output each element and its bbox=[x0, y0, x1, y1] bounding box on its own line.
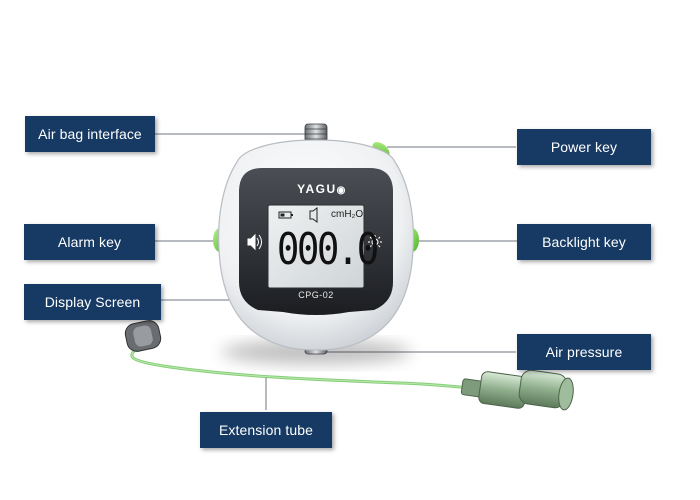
label-display-screen: Display Screen bbox=[24, 284, 161, 320]
brand-logo: YAGU◉ bbox=[292, 182, 352, 196]
label-air-bag-interface: Air bag interface bbox=[25, 116, 155, 152]
battery-icon bbox=[278, 211, 293, 219]
brand-name: YAGU bbox=[297, 182, 337, 196]
alarm-speaker-icon bbox=[247, 233, 262, 251]
backlight-icon bbox=[368, 235, 382, 249]
label-extension-tube: Extension tube bbox=[200, 412, 332, 448]
label-power-key: Power key bbox=[517, 129, 651, 165]
air-bag-connector bbox=[304, 123, 328, 143]
tube-right-connector bbox=[460, 369, 574, 411]
label-alarm-key: Alarm key bbox=[24, 224, 155, 260]
label-backlight-key: Backlight key bbox=[517, 224, 651, 260]
lcd-screen bbox=[267, 204, 365, 289]
brand-mark: ◉ bbox=[336, 185, 347, 196]
pressure-reading: 000.0 bbox=[276, 224, 379, 275]
model-label: CPG-02 bbox=[298, 290, 334, 300]
label-air-pressure: Air pressure bbox=[517, 334, 651, 370]
tube-left-connector bbox=[124, 320, 162, 352]
unit-label: cmH₂O bbox=[331, 209, 364, 220]
speaker-icon bbox=[309, 207, 318, 223]
